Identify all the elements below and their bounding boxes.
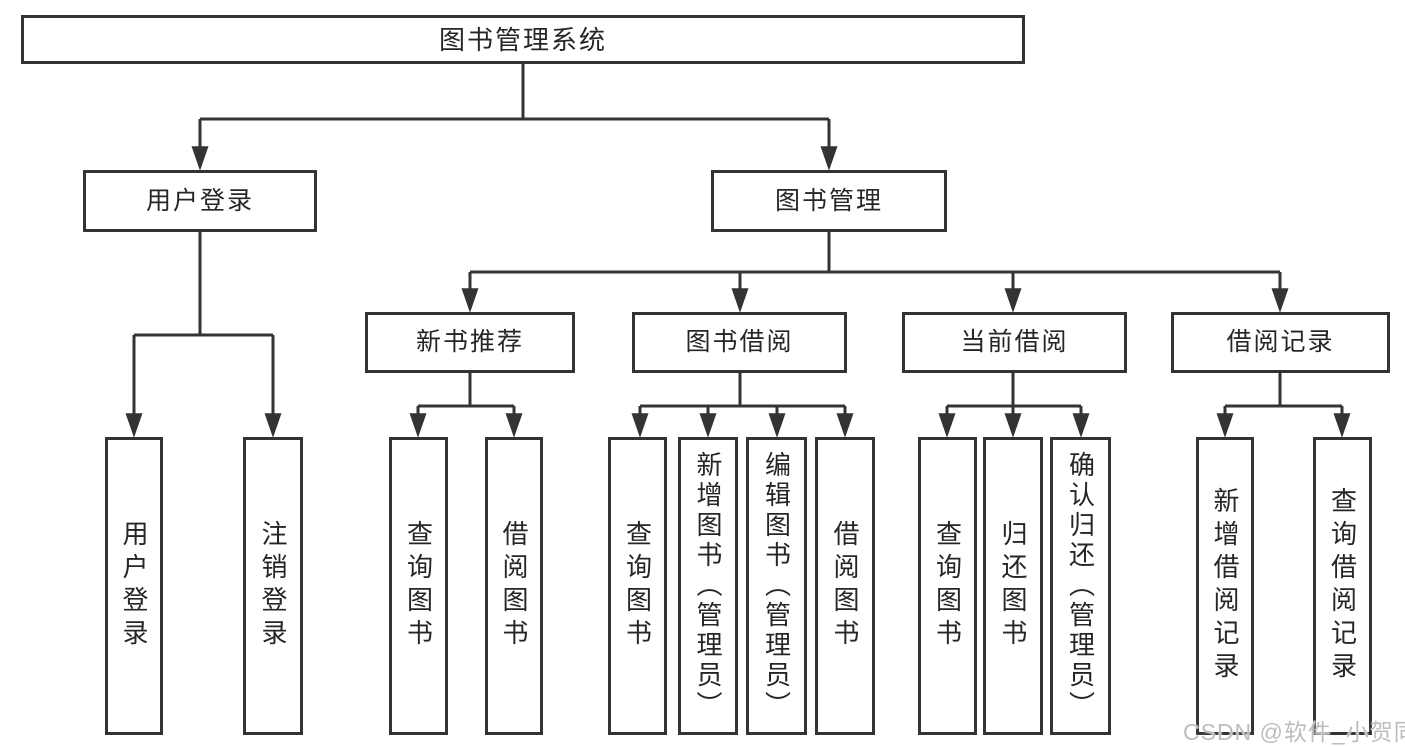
node-search-books-current: 查询图书 xyxy=(918,437,977,735)
node-add-borrow-record: 新增借阅记录 xyxy=(1196,437,1254,735)
node-search-books-recommend: 查询图书 xyxy=(389,437,448,735)
node-label: 查询借阅记录 xyxy=(1327,487,1358,685)
node-library-management-system: 图书管理系统 xyxy=(21,15,1025,64)
node-book-management: 图书管理 xyxy=(711,170,947,232)
node-label: 新增借阅记录 xyxy=(1210,487,1240,685)
node-new-book-recommendation: 新书推荐 xyxy=(365,312,575,373)
node-label: 新增图书（管理员） xyxy=(693,451,723,721)
node-label: 新书推荐 xyxy=(415,328,524,356)
csdn-watermark: CSDN @软件_小贺同学 xyxy=(1183,719,1405,745)
node-borrow-books: 借阅图书 xyxy=(815,437,875,735)
node-edit-books-admin: 编辑图书（管理员） xyxy=(746,437,807,735)
node-search-borrow-record: 查询借阅记录 xyxy=(1313,437,1372,735)
node-label: 注销登录 xyxy=(258,520,288,652)
node-label: 用户登录 xyxy=(145,186,254,215)
node-label: 图书借阅 xyxy=(685,328,794,356)
node-label: 查询图书 xyxy=(932,520,963,652)
node-label: 借阅图书 xyxy=(499,520,529,652)
node-book-borrowing: 图书借阅 xyxy=(632,312,847,373)
node-user-login: 用户登录 xyxy=(83,170,317,232)
node-label: 用户登录 xyxy=(119,520,149,652)
node-return-books: 归还图书 xyxy=(983,437,1043,735)
node-label: 图书管理 xyxy=(774,186,883,215)
node-user-login-leaf: 用户登录 xyxy=(105,437,163,735)
node-label: 查询图书 xyxy=(403,520,434,652)
node-add-books-admin: 新增图书（管理员） xyxy=(678,437,738,735)
node-label: 借阅图书 xyxy=(830,520,860,652)
node-label: 图书管理系统 xyxy=(438,24,607,55)
node-label: 查询图书 xyxy=(622,520,653,652)
node-label: 借阅记录 xyxy=(1226,328,1335,356)
node-label: 归还图书 xyxy=(998,520,1028,652)
node-borrowing-records: 借阅记录 xyxy=(1171,312,1390,373)
node-label: 确认归还（管理员） xyxy=(1065,451,1096,721)
node-search-books-borrowing: 查询图书 xyxy=(608,437,667,735)
node-current-borrowing: 当前借阅 xyxy=(902,312,1127,373)
node-confirm-return-admin: 确认归还（管理员） xyxy=(1050,437,1111,735)
node-logout: 注销登录 xyxy=(243,437,303,735)
node-borrow-books-recommend: 借阅图书 xyxy=(485,437,543,735)
node-label: 编辑图书（管理员） xyxy=(761,451,792,721)
node-label: 当前借阅 xyxy=(960,328,1069,356)
